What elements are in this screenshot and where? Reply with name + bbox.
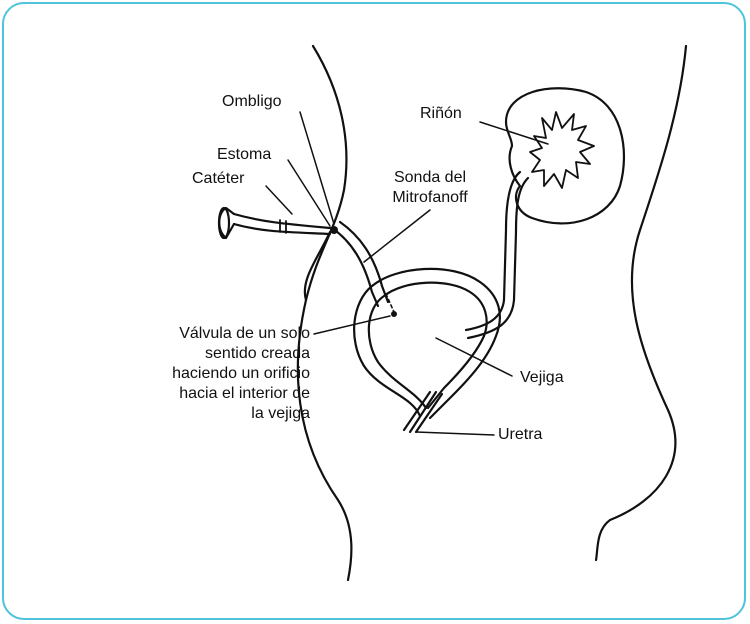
leader-vejiga bbox=[436, 338, 512, 376]
catheter-tube-2 bbox=[234, 224, 330, 234]
catheter-tube-1 bbox=[234, 214, 330, 228]
label-cateter: Catéter bbox=[192, 169, 244, 189]
leader-uretra bbox=[416, 432, 494, 435]
leader-valvula bbox=[314, 316, 390, 334]
renal-pelvis bbox=[530, 112, 594, 188]
body-back-outline bbox=[596, 46, 686, 560]
label-estoma: Estoma bbox=[217, 145, 271, 165]
bladder-inner bbox=[369, 283, 487, 408]
body-front-outline bbox=[298, 46, 352, 580]
label-valvula: Válvula de un solo sentido creada hacien… bbox=[100, 324, 310, 424]
leader-sonda bbox=[364, 210, 430, 262]
label-vejiga: Vejiga bbox=[520, 368, 564, 388]
label-valvula-line5: la vejiga bbox=[100, 404, 310, 424]
urethra-line-2 bbox=[410, 392, 436, 432]
leader-ombligo bbox=[300, 112, 334, 224]
label-valvula-line1: Válvula de un solo bbox=[100, 324, 310, 344]
label-sonda: Sonda del Mitrofanoff bbox=[380, 168, 480, 208]
leader-rinon bbox=[480, 122, 548, 144]
valve-orifice bbox=[391, 311, 397, 317]
valve-dotted-line bbox=[386, 294, 394, 312]
stoma-marker bbox=[330, 226, 338, 234]
label-valvula-line4: hacia el interior de bbox=[100, 384, 310, 404]
mitrofanoff-channel-1 bbox=[332, 228, 378, 306]
catheter-opening bbox=[219, 208, 229, 238]
label-ombligo: Ombligo bbox=[222, 92, 282, 112]
kidney-outline bbox=[506, 88, 624, 223]
leader-cateter bbox=[266, 186, 292, 214]
label-sonda-line2: Mitrofanoff bbox=[380, 188, 480, 208]
label-valvula-line2: sentido creada bbox=[100, 344, 310, 364]
label-valvula-line3: haciendo un orificio bbox=[100, 364, 310, 384]
label-sonda-line1: Sonda del bbox=[380, 168, 480, 188]
label-uretra: Uretra bbox=[498, 425, 542, 445]
leader-estoma bbox=[288, 160, 330, 226]
label-rinon: Riñón bbox=[420, 104, 462, 124]
